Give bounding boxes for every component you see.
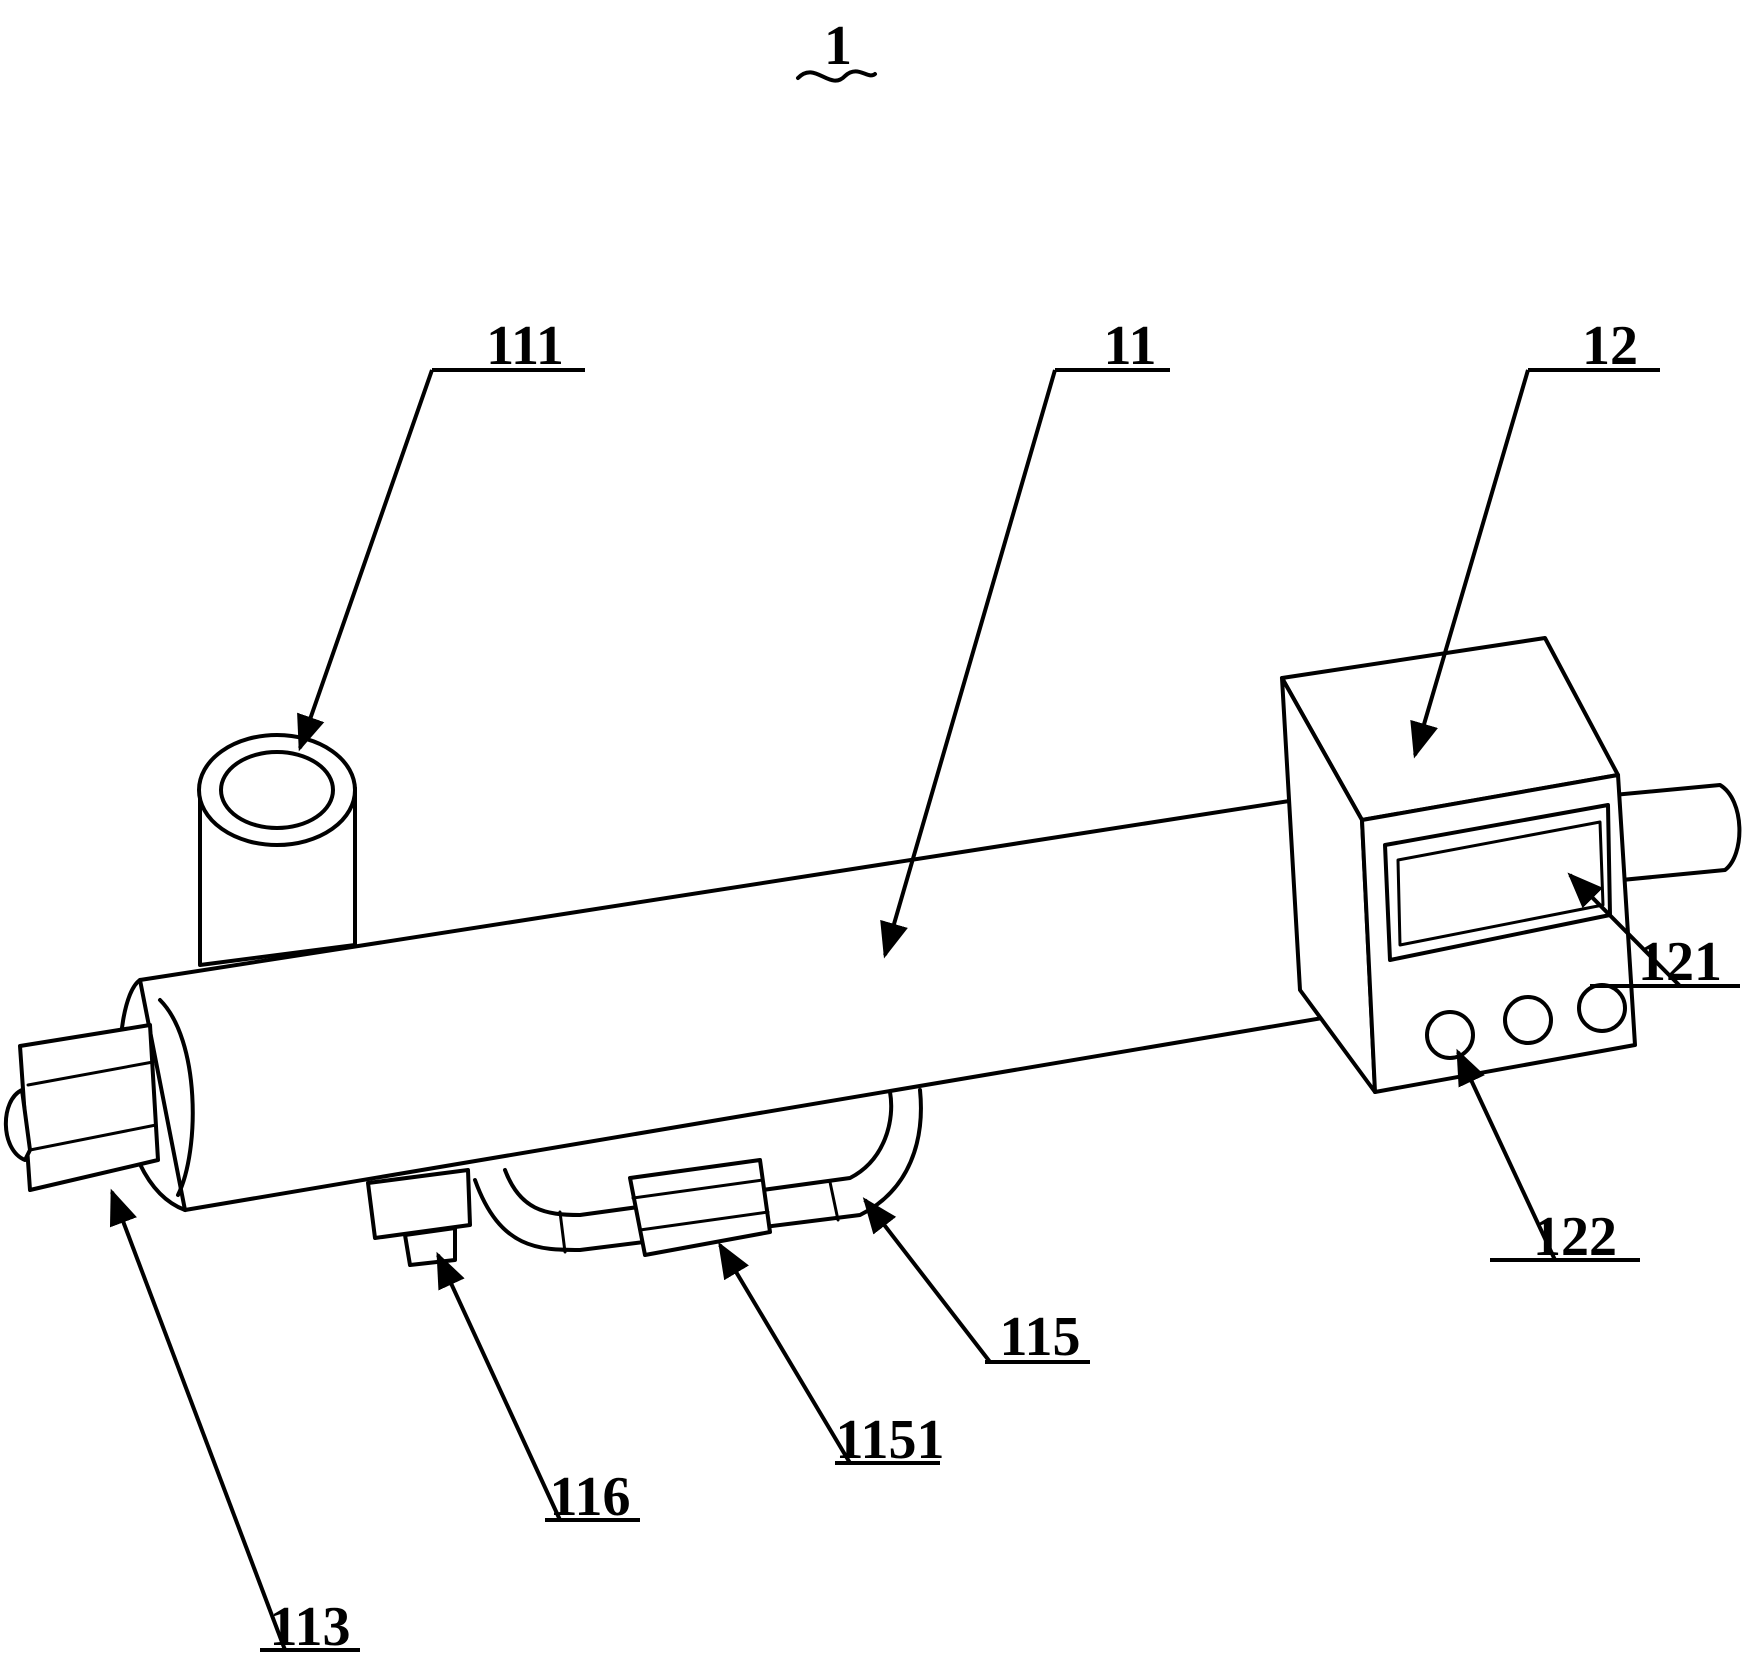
apparatus [3, 636, 1742, 1267]
callout-label-1151: 1151 [836, 1409, 945, 1471]
control-button-1 [1425, 1010, 1475, 1060]
pipe-element [628, 1158, 772, 1257]
callout-label-121: 121 [1638, 931, 1722, 993]
callout-leader-116 [436, 1251, 562, 1521]
cylinder-end-rim [158, 998, 195, 1197]
callout-leader-11 [880, 369, 1057, 959]
left-nozzle [18, 1023, 160, 1192]
callout-label-111: 111 [486, 315, 564, 377]
callout-label-115: 115 [1000, 1306, 1081, 1368]
valve-stem [403, 1226, 457, 1267]
callout-leader-1151 [718, 1241, 852, 1465]
left-nozzle-band-2 [28, 1123, 158, 1152]
callouts: 111 11 12 121 122 113 116 1151 115 [109, 315, 1740, 1657]
loop-pipe-joint-2 [828, 1180, 840, 1222]
callout-label-11: 11 [1104, 315, 1157, 377]
callout-label-122: 122 [1533, 1206, 1617, 1268]
pipe-element-line-2 [638, 1210, 770, 1232]
callout-leader-12 [1410, 369, 1530, 759]
callout-label-116: 116 [550, 1466, 631, 1528]
left-nozzle-tip [3, 1088, 32, 1162]
loop-pipe-joint-1 [558, 1210, 567, 1254]
control-button-2 [1503, 995, 1553, 1045]
control-button-3 [1577, 983, 1627, 1033]
callout-leader-122 [1456, 1048, 1557, 1261]
assembly-tilde [796, 69, 877, 83]
callout-leader-113 [109, 1188, 287, 1651]
valve-body [366, 1168, 472, 1240]
callout-leader-111 [297, 369, 434, 752]
callout-leader-121 [1567, 872, 1682, 988]
assembly-label: 1 [824, 15, 852, 77]
callout-label-113: 113 [270, 1596, 351, 1657]
pipe-element-line-1 [631, 1178, 765, 1200]
callout-label-12: 12 [1582, 315, 1638, 377]
callout-leader-115 [862, 1197, 992, 1364]
left-nozzle-band-1 [26, 1060, 155, 1087]
inlet-pipe-bore [219, 750, 335, 830]
